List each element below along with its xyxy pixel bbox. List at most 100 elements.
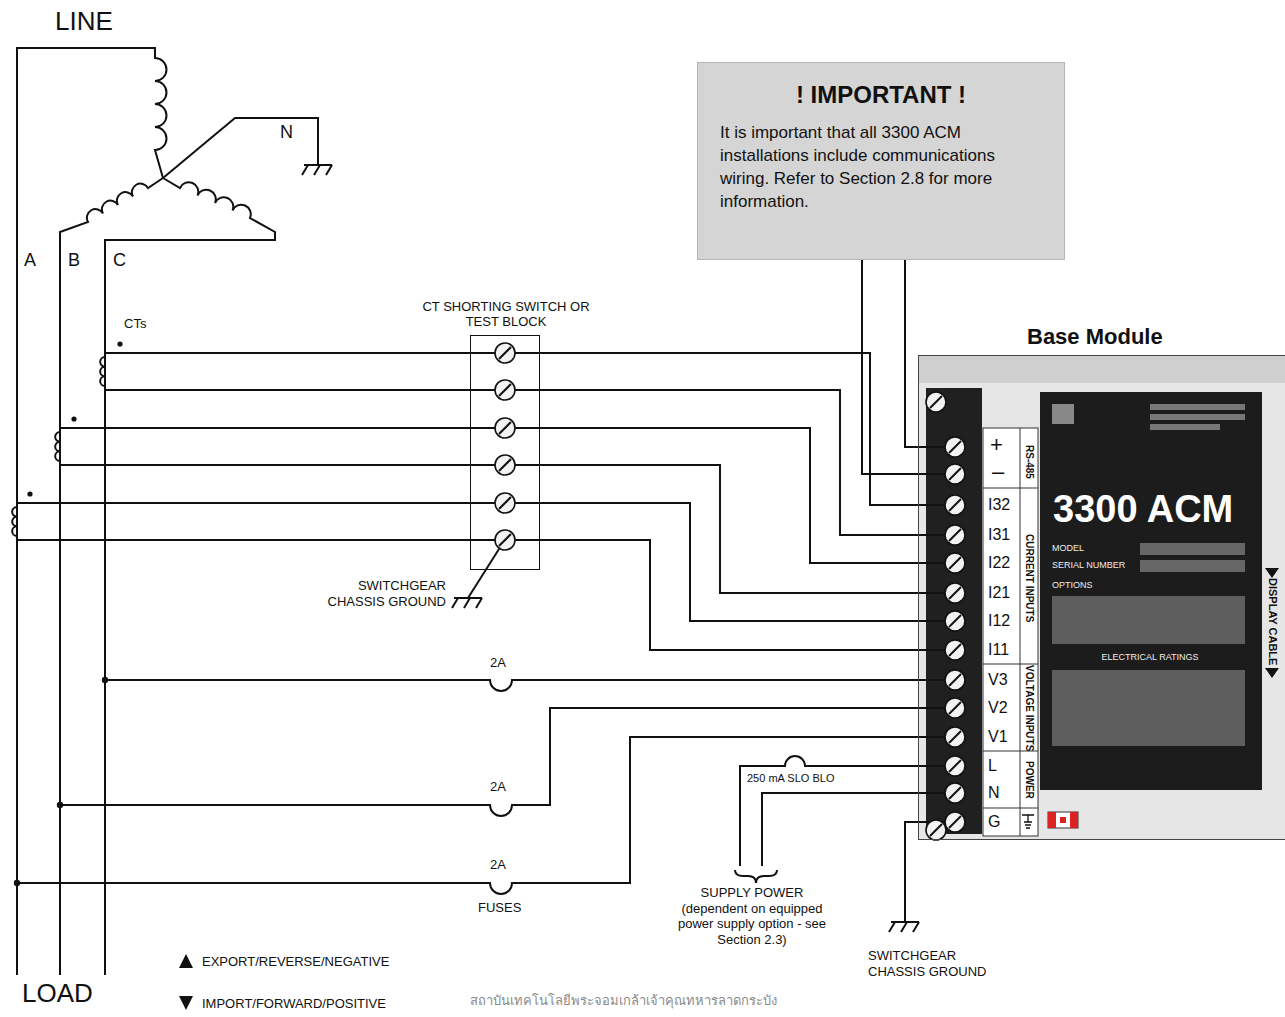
terminal-screw xyxy=(945,670,965,690)
module-housing xyxy=(926,388,982,834)
terminal-label: I21 xyxy=(988,583,1010,602)
terminal-label: I12 xyxy=(988,611,1010,630)
terminal-label: G xyxy=(988,812,1000,831)
terminal-label: V1 xyxy=(988,727,1008,746)
terminal-screw xyxy=(949,615,961,627)
signal-wire xyxy=(905,260,918,447)
terminal-label: V2 xyxy=(988,698,1008,717)
legend-item: EXPORT/REVERSE/NEGATIVE xyxy=(178,953,389,969)
supply-note: SUPPLY POWER (dependent on equipped powe… xyxy=(677,885,827,947)
voltage-wire xyxy=(17,737,918,894)
ct-coil xyxy=(55,432,60,461)
module-housing xyxy=(983,428,1038,836)
voltage-wire xyxy=(105,680,918,691)
terminal-screw xyxy=(945,783,965,803)
terminal-screw xyxy=(949,529,961,541)
front-panel xyxy=(1060,817,1066,823)
phase-wire xyxy=(105,178,275,975)
terminal-screw xyxy=(930,824,942,836)
front-panel xyxy=(1140,543,1245,555)
terminal-group-label: CURRENT INPUTS xyxy=(1023,534,1035,622)
voltage-wire xyxy=(60,708,918,816)
legend-text: EXPORT/REVERSE/NEGATIVE xyxy=(202,954,389,969)
terminal-screw xyxy=(945,525,965,545)
terminal-lead xyxy=(918,707,945,709)
brace xyxy=(735,870,777,883)
ground-label: SWITCHGEAR CHASSIS GROUND xyxy=(321,578,446,609)
terminal-screw xyxy=(949,702,961,714)
phase-label: B xyxy=(68,250,80,272)
ground-wire xyxy=(468,549,499,598)
terminal-screw xyxy=(949,587,961,599)
ct-wire xyxy=(60,428,540,465)
module-heading: Base Module xyxy=(1027,324,1163,350)
terminal-screw xyxy=(949,731,961,743)
terminal-screw xyxy=(945,464,965,484)
terminal-group-label: POWER xyxy=(1023,761,1035,799)
terminal-screw xyxy=(495,530,515,550)
signal-wire xyxy=(540,540,918,650)
ground-symbol xyxy=(889,922,919,932)
terminal-lead xyxy=(918,534,945,536)
panel-field-label: ELECTRICAL RATINGS xyxy=(1101,652,1198,663)
junction-dot xyxy=(27,491,32,496)
terminal-screw xyxy=(949,468,961,480)
fuse-rating: 2A xyxy=(490,857,506,873)
load-label: LOAD xyxy=(22,978,93,1009)
ct-coil xyxy=(12,507,17,536)
terminal-lead xyxy=(918,792,945,794)
terminal-screw xyxy=(949,499,961,511)
terminal-screw xyxy=(926,392,946,412)
terminal-screw xyxy=(949,644,961,656)
front-panel xyxy=(1048,812,1078,828)
terminal-label: I22 xyxy=(988,553,1010,572)
terminal-screw xyxy=(945,727,965,747)
terminal-screw xyxy=(499,347,511,359)
direction-arrow xyxy=(179,954,193,968)
terminal-screw xyxy=(945,611,965,631)
terminal-screw xyxy=(945,640,965,660)
product-name: 3300 ACM xyxy=(1053,487,1233,533)
front-panel xyxy=(1070,812,1078,828)
terminal-screw xyxy=(945,812,965,832)
front-panel xyxy=(1052,596,1245,644)
terminal-lead xyxy=(918,473,945,475)
panel-field-label: MODEL xyxy=(1052,543,1084,554)
terminal-screw xyxy=(499,422,511,434)
module-housing xyxy=(918,355,1285,840)
front-panel xyxy=(1150,414,1245,420)
signal-wire xyxy=(540,465,918,593)
terminal-screw xyxy=(945,437,965,457)
front-panel xyxy=(1048,812,1056,828)
panel-field-label: OPTIONS xyxy=(1052,580,1093,591)
terminal-screw xyxy=(495,418,515,438)
junction-dot xyxy=(117,341,122,346)
test-block: CT SHORTING SWITCH OR TEST BLOCK xyxy=(470,335,540,570)
terminal-label: I11 xyxy=(988,640,1009,659)
terminal-label: V3 xyxy=(988,670,1008,689)
phase-wire xyxy=(60,178,163,975)
terminal-label: I32 xyxy=(988,495,1010,514)
front-panel xyxy=(1265,668,1279,678)
block-heading: CT SHORTING SWITCH OR TEST BLOCK xyxy=(420,299,592,330)
direction-arrow xyxy=(178,995,194,1011)
legend-item: IMPORT/FORWARD/POSITIVE xyxy=(178,995,386,1011)
terminal-label: I31 xyxy=(988,525,1010,544)
terminal-lead xyxy=(918,649,945,651)
terminal-lead xyxy=(918,679,945,681)
ground-symbol xyxy=(302,165,332,175)
terminal-screw xyxy=(495,380,515,400)
terminal-label: N xyxy=(988,783,1000,802)
legend-text: IMPORT/FORWARD/POSITIVE xyxy=(202,996,386,1011)
neutral-wire xyxy=(163,118,318,178)
ground-symbol xyxy=(452,598,482,608)
ground-label: SWITCHGEAR CHASSIS GROUND xyxy=(868,948,1008,979)
terminal-lead xyxy=(918,562,945,564)
ct-coil xyxy=(100,357,105,386)
front-panel xyxy=(1052,670,1245,746)
watermark: สถาบันเทคโนโลยีพระจอมเกล้าเจ้าคุณทหารลาด… xyxy=(470,993,777,1009)
ct-label: CTs xyxy=(124,316,146,332)
